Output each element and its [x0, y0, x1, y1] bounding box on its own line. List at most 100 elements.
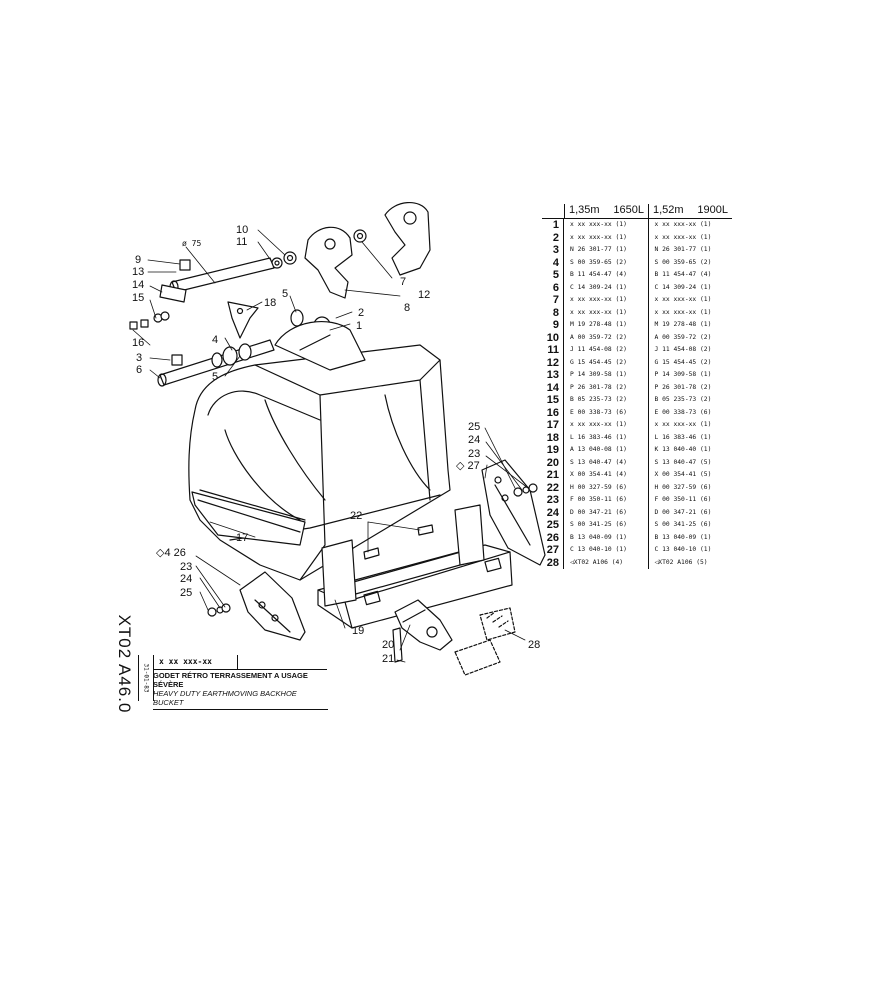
item-number: 20	[542, 456, 564, 469]
part-number-1900l: G 15 454-45 (2)	[647, 356, 733, 369]
part-number-1650l: ◁XT02 A106 (4)	[570, 558, 624, 566]
item-number: 11	[542, 344, 564, 357]
item-number: 4	[542, 256, 564, 269]
callout-2: 2	[358, 307, 364, 319]
reference-number: x xx xxx-xx	[153, 655, 238, 669]
tooth-part-20	[394, 599, 453, 651]
side-cutter-part-26	[239, 571, 306, 641]
part-number-1650l: P 14 309-58 (1)	[570, 371, 627, 378]
table-row: 16 E 00 338-73 (6) E 00 338-73 (6)	[542, 406, 733, 419]
item-number: 13	[542, 369, 564, 382]
pin-part-21	[392, 627, 403, 663]
part-number-1900l: K 13 040-40 (1)	[647, 444, 733, 457]
item-number: 6	[542, 281, 564, 294]
item-number: 18	[542, 431, 564, 444]
part-number-1650l: D 00 347-21 (6)	[570, 508, 627, 516]
part-number-1650l: E 00 338-73 (6)	[570, 408, 627, 416]
part-number-1650l: x xx xxx-xx (1)	[570, 421, 627, 428]
part-number-1900l: x xx xxx-xx (1)	[647, 294, 733, 307]
table-row: 13 P 14 309-58 (1) P 14 309-58 (1)	[542, 369, 732, 382]
part-number-1650l: B 13 040-09 (1)	[570, 533, 627, 541]
callout-17: 17	[236, 532, 248, 544]
callout-18: 18	[264, 297, 276, 309]
item-number: 21	[542, 469, 564, 482]
callout-4: 4	[212, 334, 218, 346]
part-number-1650l: A 13 040-08 (1)	[570, 446, 627, 453]
part-number-1650l: S 00 341-25 (6)	[570, 521, 627, 528]
side-cutter-part-27	[481, 459, 546, 566]
part-number-1900l: B 11 454-47 (4)	[647, 269, 733, 282]
callout-22: 22	[350, 510, 362, 522]
callout-25-right: 25	[468, 421, 480, 433]
part-number-1900l: C 13 040-10 (1)	[647, 544, 733, 557]
link-ear-part-7	[384, 202, 431, 276]
teeth-set-part-28	[454, 607, 516, 676]
item-number: 16	[542, 406, 564, 419]
callout-21: 21	[382, 653, 394, 665]
callout-13: 13	[132, 266, 144, 278]
callout-14: 14	[132, 279, 144, 291]
bushing-part-5-lower	[211, 343, 252, 368]
bolt-part-9	[179, 259, 191, 271]
callout-9: 9	[135, 254, 141, 266]
part-number-1650l: N 26 301-77 (1)	[570, 246, 627, 253]
lock-plate-part-18	[227, 301, 259, 339]
part-number-1650l: H 00 327-59 (6)	[570, 483, 627, 491]
callout-23-right: 23	[468, 448, 480, 460]
part-number-1900l: D 00 347-21 (6)	[647, 506, 733, 519]
adapter-bar-part-19	[317, 504, 513, 629]
part-number-1650l: B 05 235-73 (2)	[570, 396, 627, 403]
part-number-1900l: E 00 338-73 (6)	[647, 406, 733, 419]
part-number-1650l: A 00 359-72 (2)	[570, 333, 627, 341]
title-english: HEAVY DUTY EARTHMOVING BACKHOE BUCKET	[153, 689, 297, 707]
part-number-1900l: P 14 309-58 (1)	[647, 369, 733, 382]
callout-19: 19	[352, 625, 364, 637]
sheet-code: XT02 A46.0	[115, 614, 134, 714]
item-number: 25	[542, 519, 564, 532]
parts-table-header: 1,35m 1650L 1,52m 1900L	[542, 198, 732, 219]
part-number-1650l: F 00 350-11 (6)	[570, 496, 627, 503]
cutting-edge-part-17	[191, 491, 306, 546]
part-number-1900l: S 13 040-47 (5)	[647, 456, 733, 469]
callout-11: 11	[236, 236, 247, 248]
part-number-1650l: S 00 359-65 (2)	[570, 258, 627, 266]
item-number: 28	[542, 556, 564, 569]
item-number: 5	[542, 269, 564, 282]
part-number-1650l: L 16 383-46 (1)	[570, 433, 627, 441]
column-1900l-header: 1,52m 1900L	[648, 204, 732, 218]
part-number-1900l: H 00 327-59 (6)	[647, 481, 733, 494]
part-number-1900l: x xx xxx-xx (1)	[647, 419, 733, 432]
callout-28: 28	[528, 639, 540, 651]
part-number-1900l: C 14 309-24 (1)	[647, 281, 733, 294]
table-row: 4 S 00 359-65 (2) S 00 359-65 (2)	[542, 256, 733, 269]
item-number: 26	[542, 531, 564, 544]
part-number-1900l: X 00 354-41 (5)	[647, 469, 733, 482]
bushing-part-5-upper	[290, 309, 304, 327]
callout-3: 3	[136, 352, 142, 364]
link-ear-part-8	[304, 226, 353, 299]
callout-26: ◇4 26	[156, 547, 186, 559]
item-number: 22	[542, 481, 564, 494]
callout-23-left: 23	[180, 561, 192, 573]
title-french: GODET RÉTRO TERRASSEMENT A USAGE SÉVÈRE	[153, 671, 308, 689]
item-number: 8	[542, 306, 564, 319]
item-number: 14	[542, 381, 564, 394]
washer-part-10	[283, 251, 297, 265]
callout-5-lower: 5	[212, 371, 218, 383]
callout-7: 7	[400, 276, 406, 288]
column-1650l-header: 1,35m 1650L	[564, 204, 648, 218]
part-number-1650l: M 19 278-48 (1)	[570, 321, 627, 328]
part-number-1900l: S 00 359-65 (2)	[647, 256, 733, 269]
item-number: 15	[542, 394, 564, 407]
boss-part-2	[274, 321, 366, 371]
